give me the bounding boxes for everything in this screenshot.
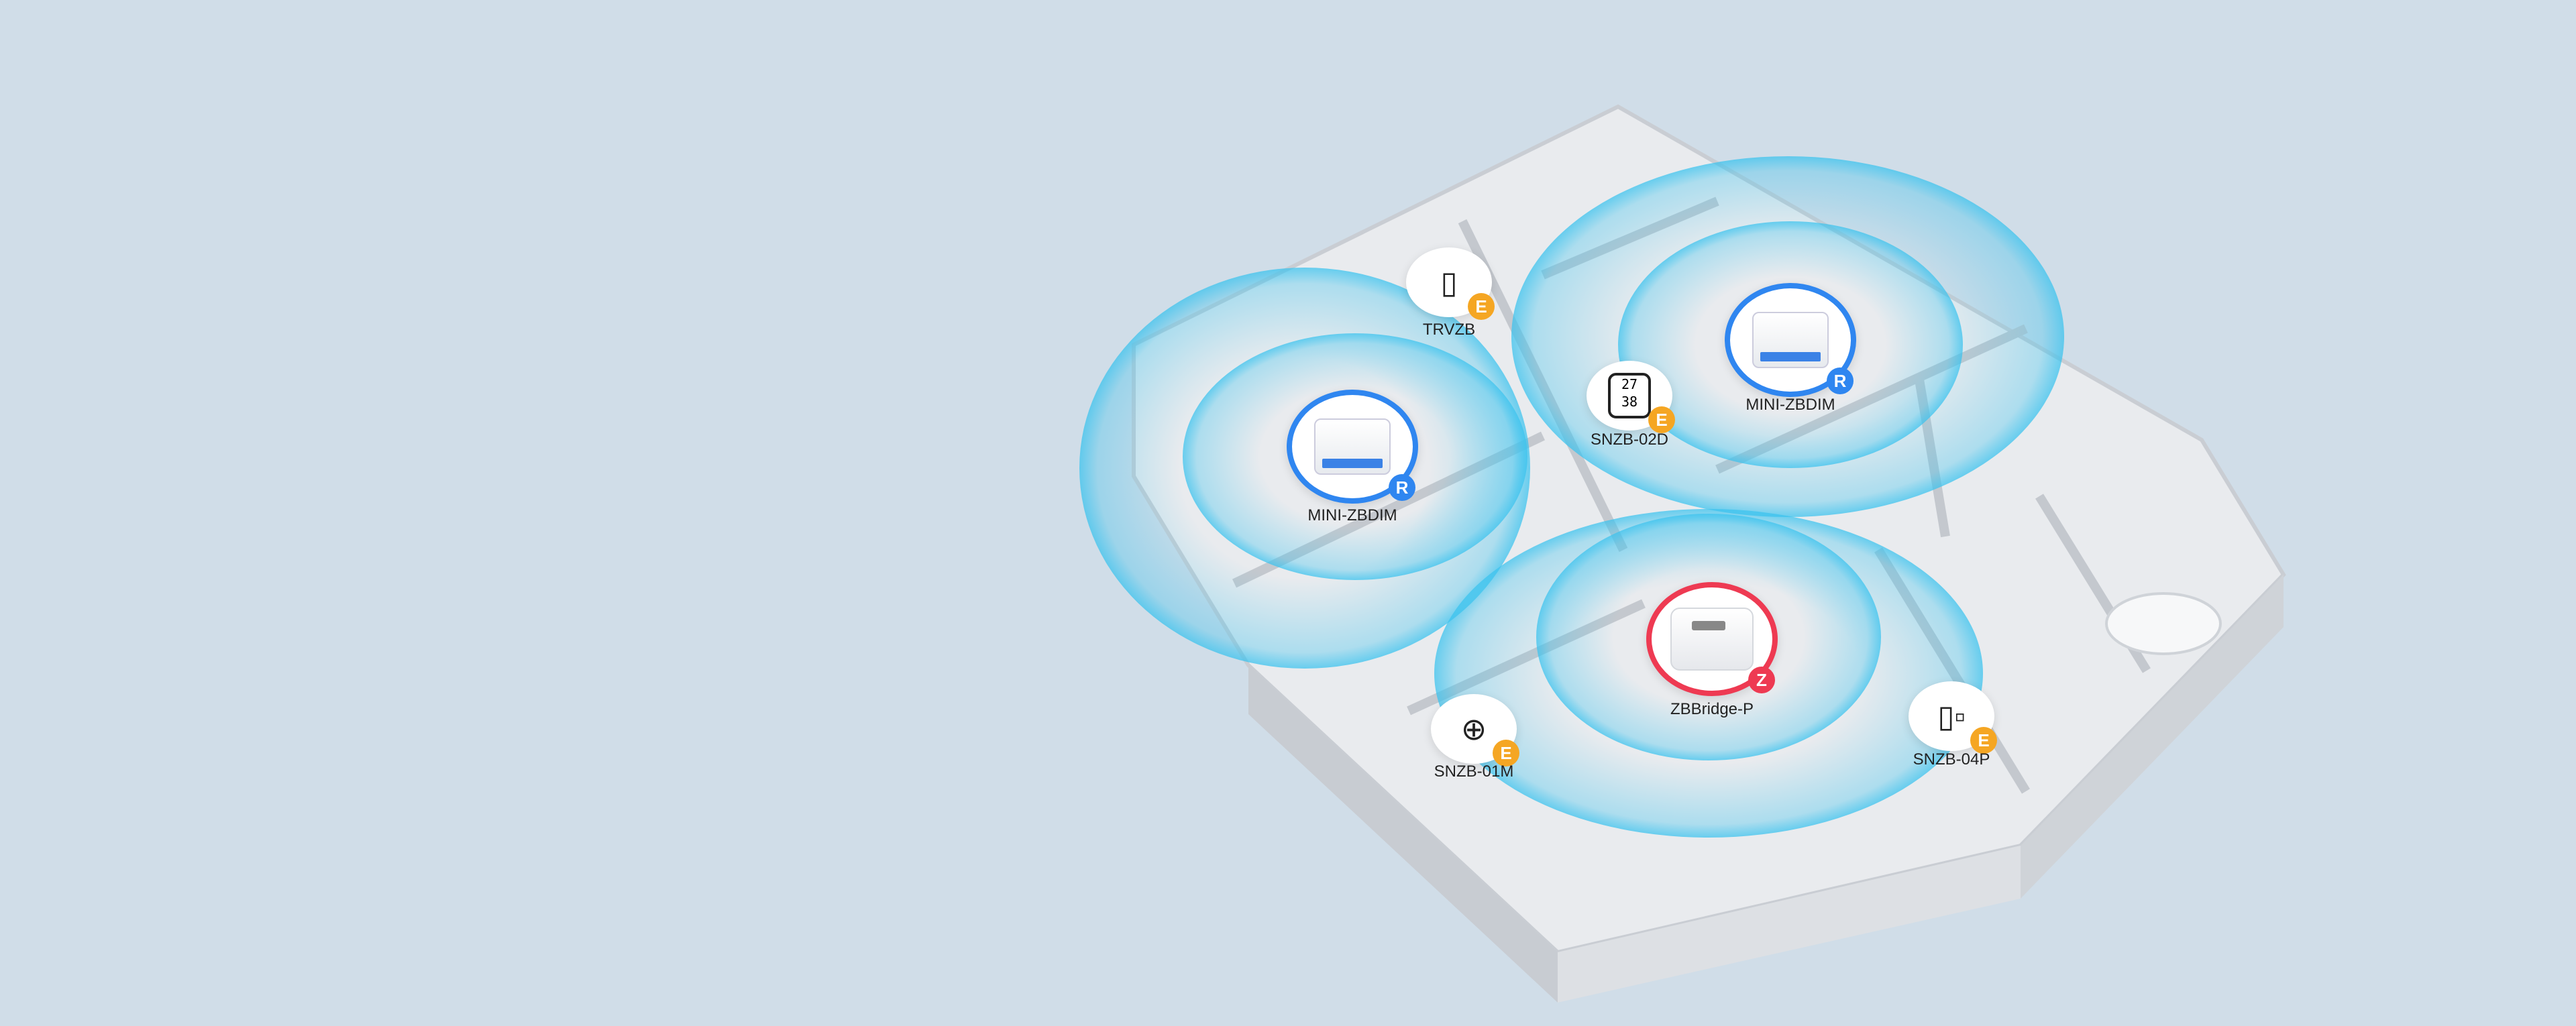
zigbee-bridge-icon: [1670, 608, 1754, 671]
router-badge: R: [1389, 474, 1415, 501]
snzb-01m-device[interactable]: ⊕ E: [1431, 694, 1519, 766]
device-label: TRVZB: [1422, 321, 1476, 339]
radiator-valve-icon: ▯: [1440, 265, 1458, 300]
router-badge: R: [1827, 367, 1854, 394]
device-label: SNZB-02D: [1590, 431, 1669, 449]
snzb-02d-device[interactable]: 27 38 E: [1587, 361, 1675, 433]
mini-zbdim-right-device[interactable]: R: [1725, 283, 1856, 397]
button-icon: ⊕: [1460, 711, 1487, 746]
device-label: MINI-ZBDIM: [1307, 506, 1397, 524]
device-label: MINI-ZBDIM: [1746, 396, 1835, 414]
device-label: ZBBridge-P: [1670, 700, 1754, 718]
device-label: SNZB-01M: [1434, 762, 1514, 781]
snzb-04p-device[interactable]: ▯▫ E: [1909, 681, 1997, 754]
end-device-badge: E: [1648, 406, 1675, 433]
dimmer-module-icon: [1752, 312, 1829, 368]
dimmer-module-icon: [1314, 418, 1391, 475]
trvzb-device[interactable]: ▯ E: [1406, 247, 1495, 320]
device-label: SNZB-04P: [1913, 750, 1990, 768]
end-device-badge: E: [1493, 740, 1519, 766]
mini-zbdim-left-device[interactable]: R: [1287, 390, 1418, 504]
coordinator-badge: Z: [1748, 667, 1775, 693]
end-device-badge: E: [1468, 293, 1495, 320]
door-sensor-icon: ▯▫: [1937, 699, 1966, 734]
end-device-badge: E: [1970, 727, 1997, 754]
thermometer-display-icon: 27 38: [1608, 373, 1651, 418]
zbbridge-p-device[interactable]: Z: [1646, 582, 1778, 696]
